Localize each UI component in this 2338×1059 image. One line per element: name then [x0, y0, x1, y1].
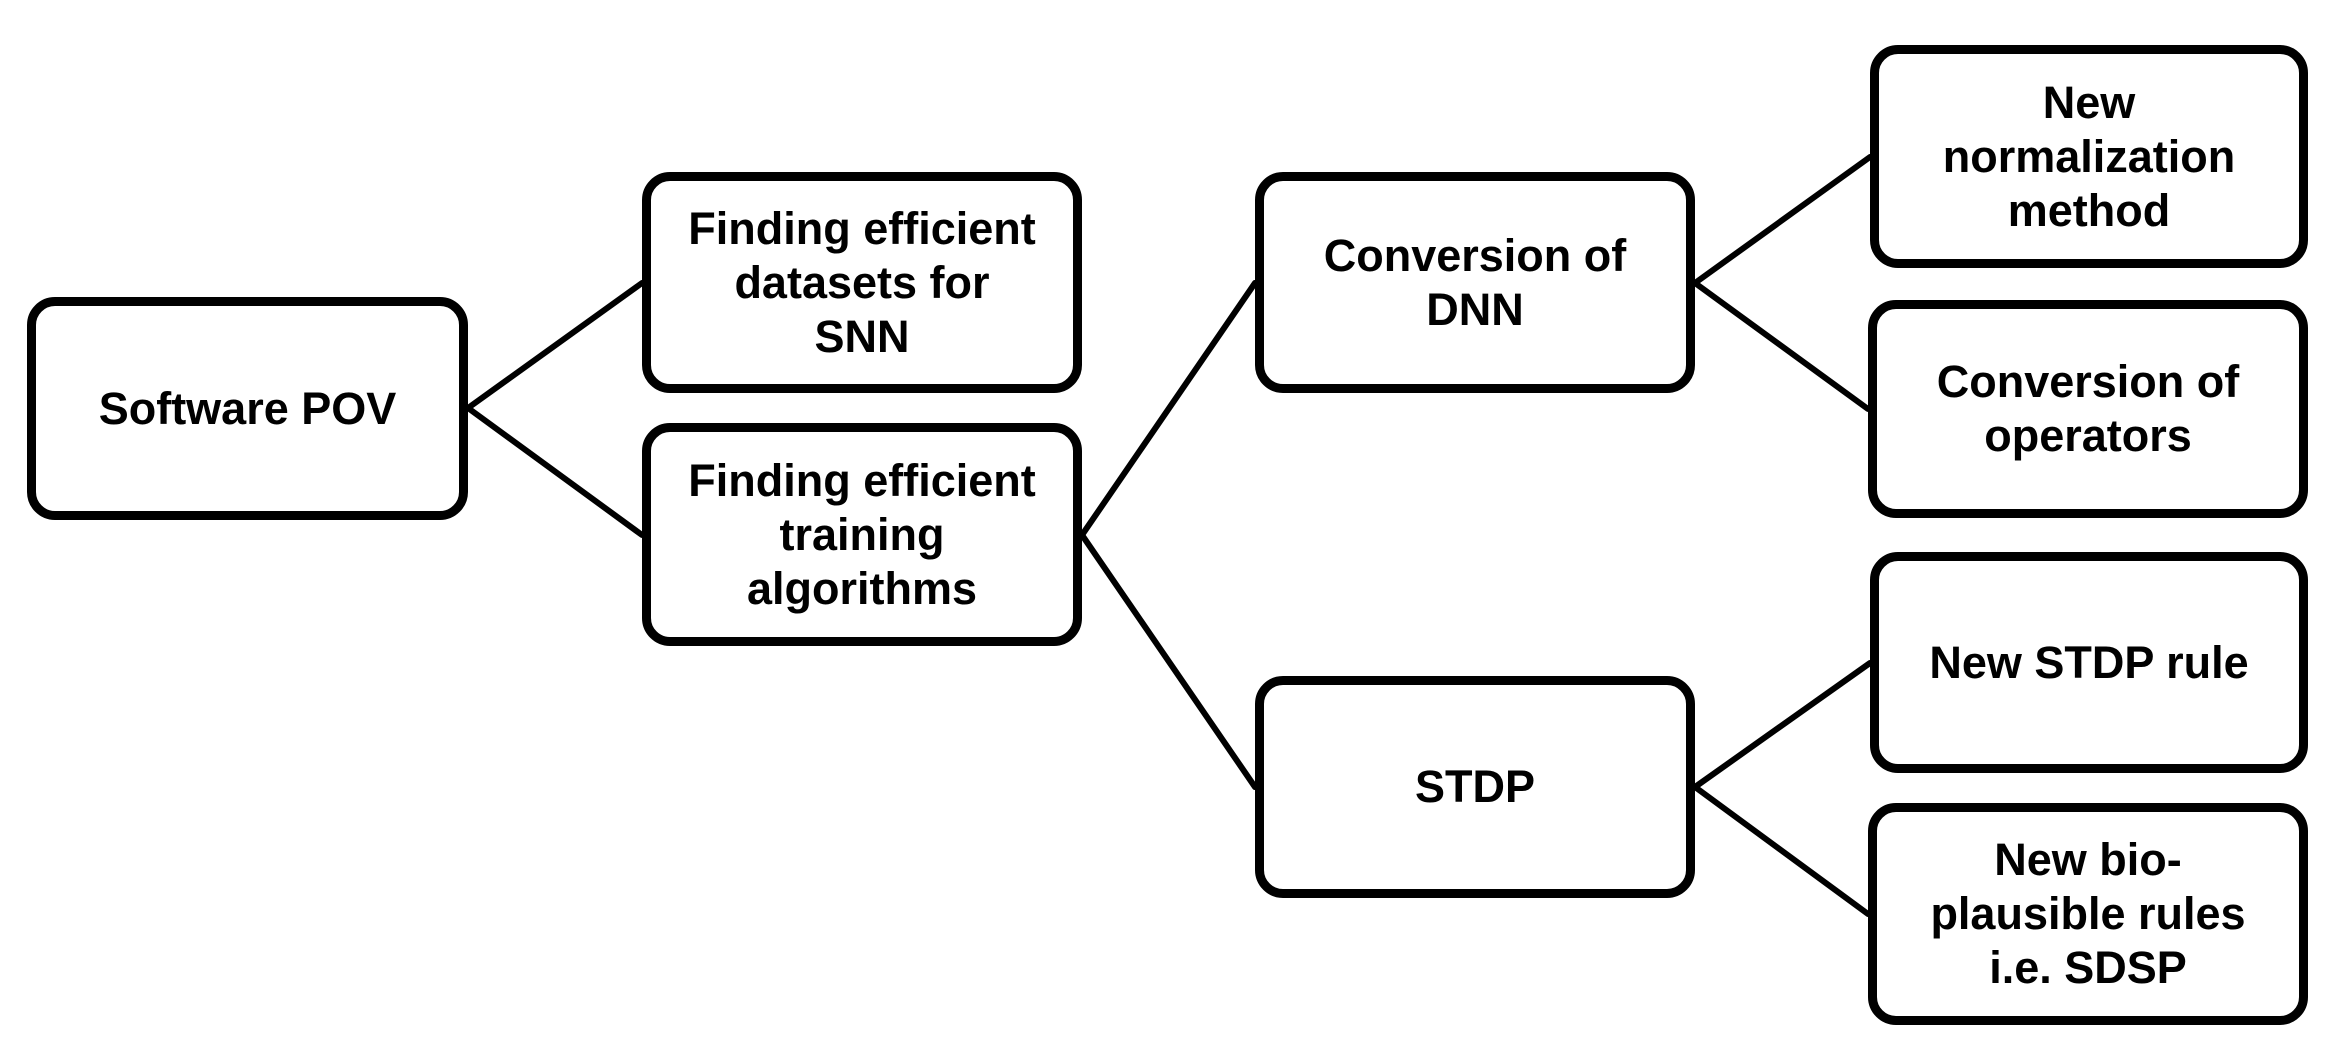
node-new-normalization-method: New normalization method — [1870, 45, 2308, 268]
edge-stdp-newbiorules — [1692, 784, 1871, 917]
node-new-bio-plausible-rules: New bio- plausible rules i.e. SDSP — [1868, 803, 2308, 1025]
node-finding-efficient-training-label: Finding efficient training algorithms — [688, 454, 1036, 614]
edge-softwarepov-datasets — [465, 280, 645, 411]
node-conversion-of-operators-label: Conversion of operators — [1936, 356, 2240, 461]
node-stdp: STDP — [1255, 676, 1695, 898]
node-conversion-of-operators: Conversion of operators — [1868, 300, 2308, 518]
node-stdp-label: STDP — [1414, 761, 1535, 812]
node-new-stdp-rule: New STDP rule — [1870, 552, 2308, 773]
edge-convdnn-newnorm — [1692, 154, 1873, 286]
node-software-pov: Software POV — [27, 297, 468, 520]
edge-stdp-newstdprule — [1692, 660, 1873, 790]
node-finding-efficient-datasets-label: Finding efficient datasets for SNN — [688, 202, 1036, 362]
node-finding-efficient-training: Finding efficient training algorithms — [642, 423, 1082, 646]
node-new-stdp-rule-label: New STDP rule — [1929, 636, 2249, 688]
node-new-bio-plausible-rules-label: New bio- plausible rules i.e. SDSP — [1930, 834, 2246, 993]
edge-training-convdnn — [1079, 280, 1258, 538]
edge-convdnn-convops — [1692, 280, 1871, 412]
node-conversion-of-dnn: Conversion of DNN — [1255, 172, 1695, 393]
node-new-normalization-method-label: New normalization method — [1942, 76, 2236, 236]
node-finding-efficient-datasets: Finding efficient datasets for SNN — [642, 172, 1082, 393]
edge-softwarepov-training — [465, 405, 645, 538]
node-conversion-of-dnn-label: Conversion of DNN — [1323, 229, 1627, 335]
edge-training-stdp — [1079, 532, 1258, 790]
node-software-pov-label: Software POV — [98, 382, 397, 434]
